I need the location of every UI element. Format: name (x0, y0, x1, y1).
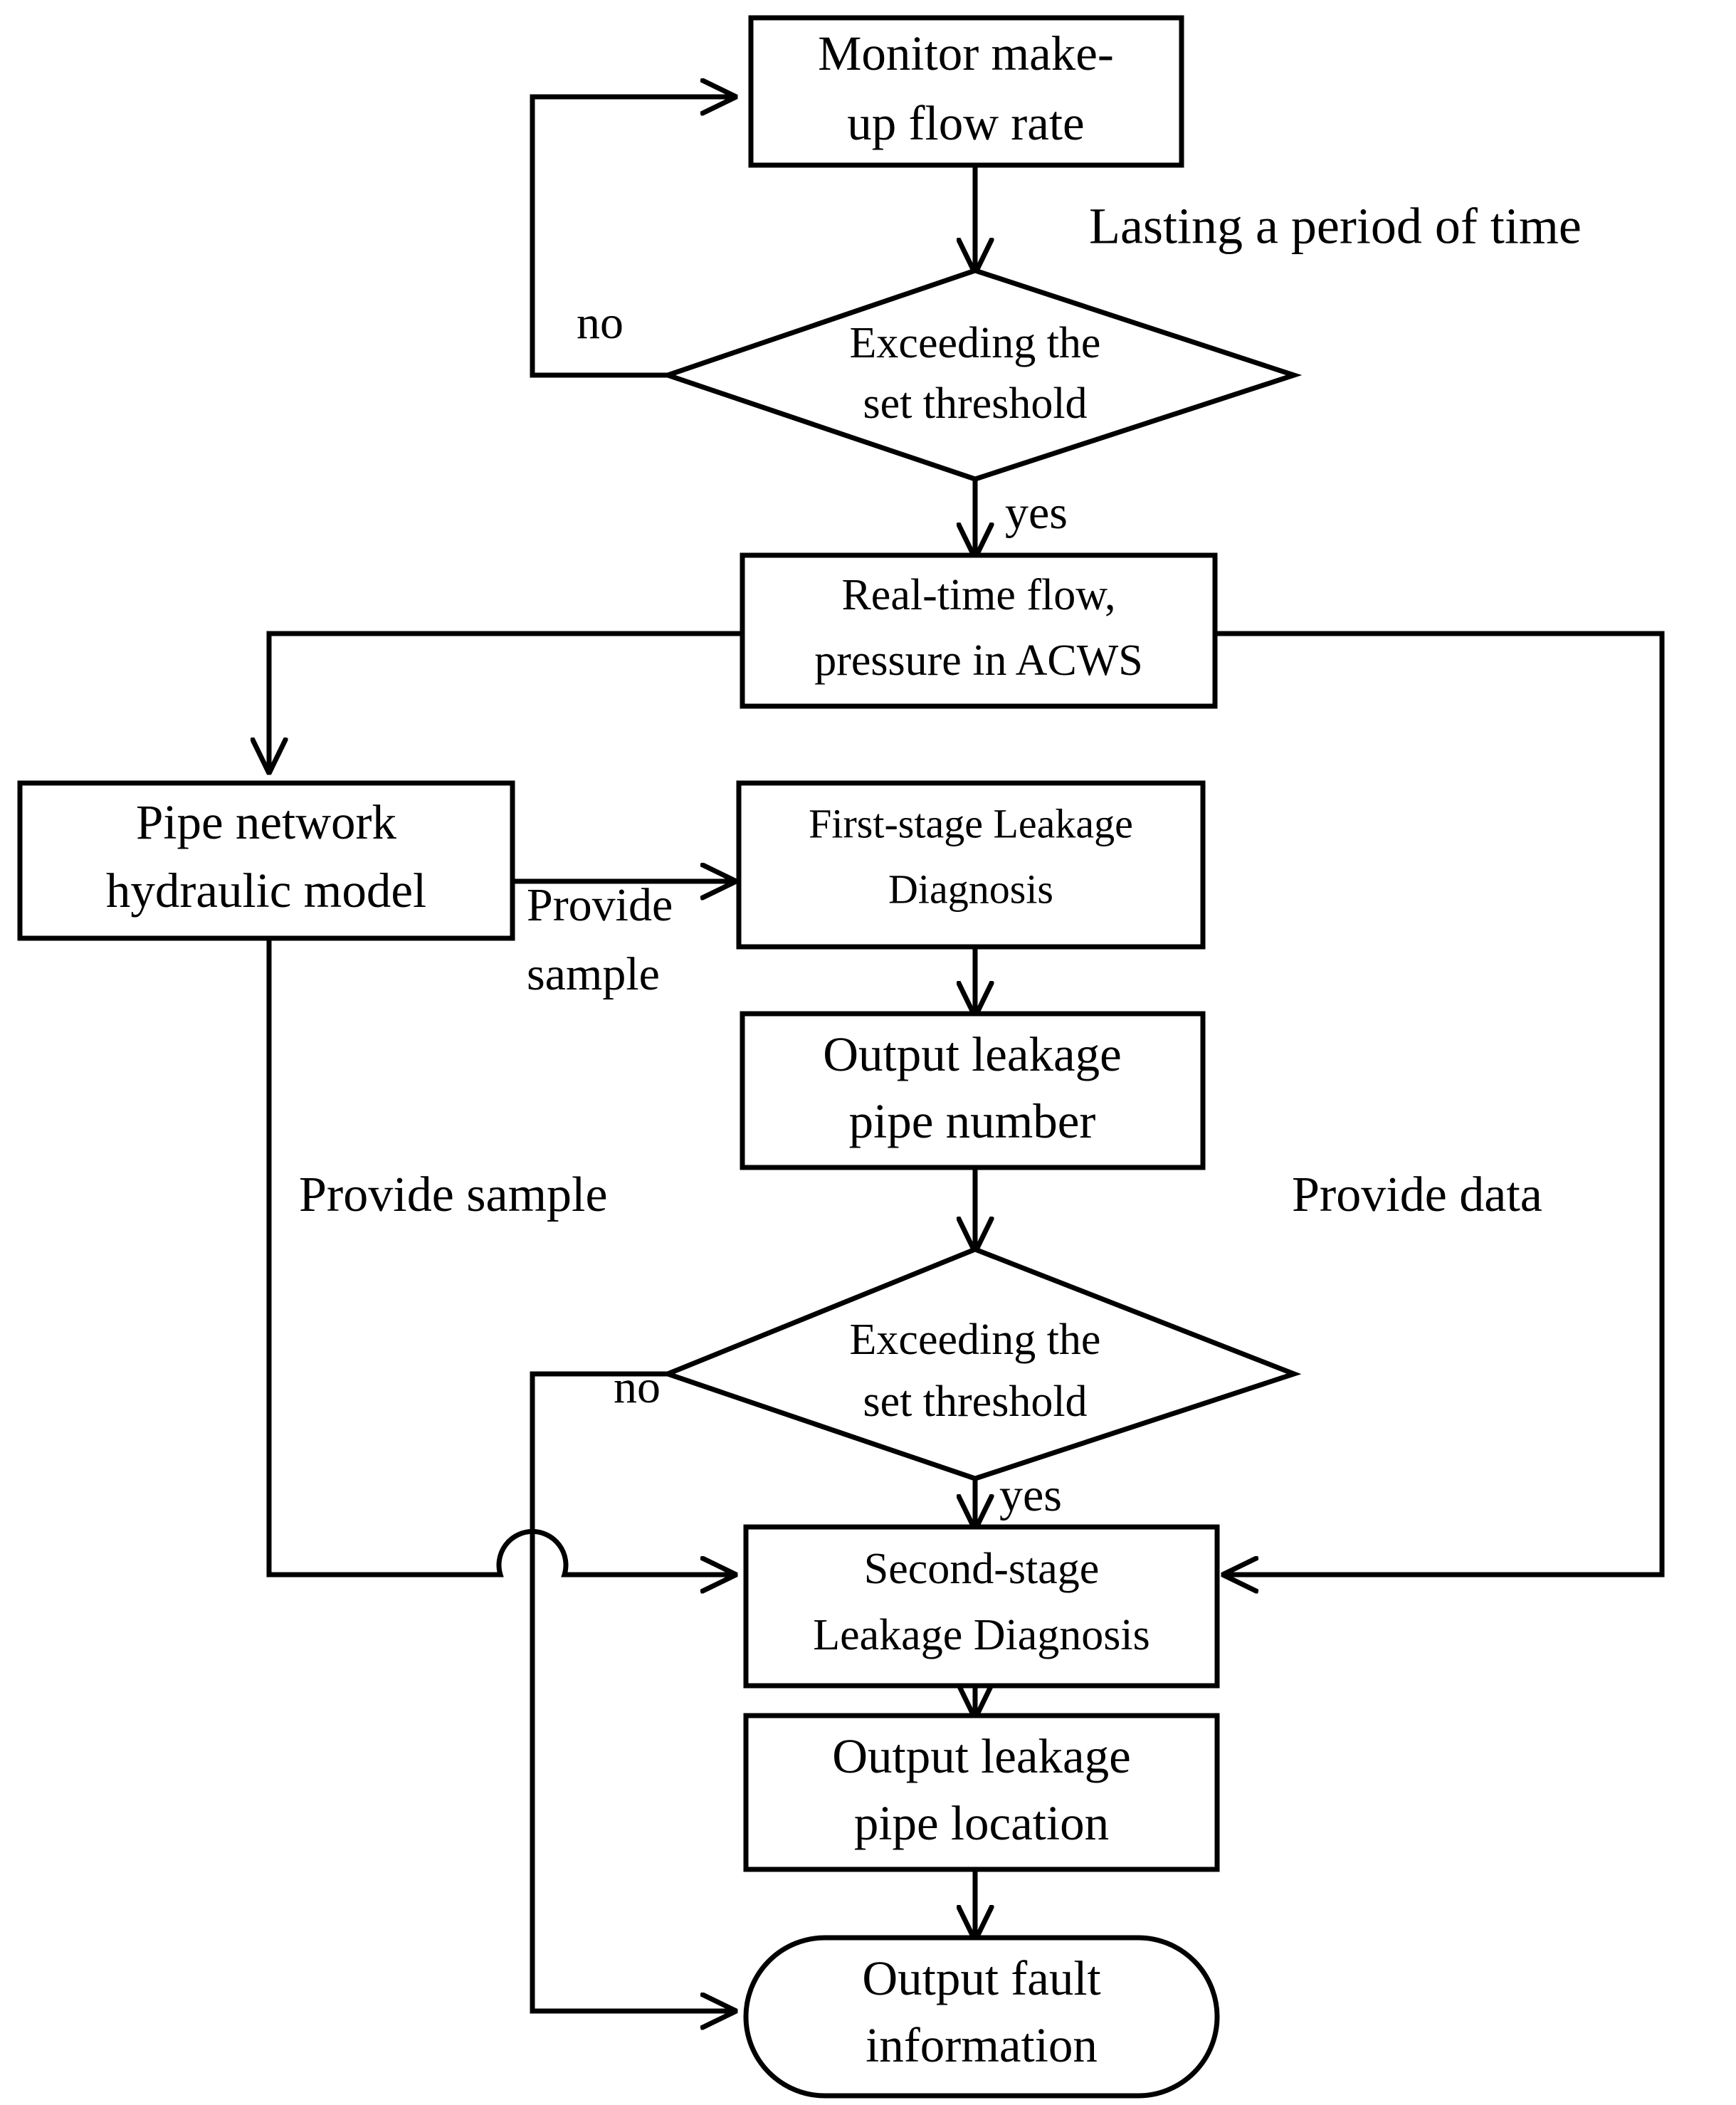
edge-decision1-no-loop (530, 97, 733, 378)
node-decision2-line1: Exceeding the (850, 1316, 1101, 1364)
node-output-leakage-pipe-number[interactable]: Output leakage pipe number (740, 1011, 1206, 1170)
node-decision2-diamond (660, 1246, 1302, 1481)
node-decision1-line2: set threshold (863, 379, 1087, 428)
node-outfault-line1: Output fault (862, 1951, 1100, 2005)
node-decision1-diamond (660, 268, 1303, 482)
edge-decision2-no-to-outfault (530, 1371, 733, 2011)
node-monitor-box (748, 15, 1184, 168)
edge-label-provide-data: Provide data (1292, 1167, 1542, 1222)
node-decision2-line2: set threshold (863, 1377, 1087, 1426)
node-first-stage-leakage-diagnosis[interactable]: First-stage Leakage Diagnosis (736, 780, 1206, 950)
edge-realtime-to-secondstage-data (1215, 631, 1665, 1575)
node-firststage-line1: First-stage Leakage (809, 800, 1133, 846)
node-decision-exceeding-threshold-2[interactable]: Exceeding the set threshold (660, 1246, 1302, 1481)
edge-label-lasting-a-period-of-time: Lasting a period of time (1089, 198, 1582, 255)
node-firststage-box (736, 780, 1206, 950)
node-outlocation-line2: pipe location (854, 1796, 1109, 1850)
node-outnumber-line2: pipe number (849, 1094, 1096, 1148)
node-monitor-line2: up flow rate (847, 96, 1084, 150)
node-decision-exceeding-threshold-1[interactable]: Exceeding the set threshold (660, 268, 1303, 482)
edge-label-provide-sample-right-line1: Provide (527, 879, 673, 931)
node-firststage-line2: Diagnosis (888, 866, 1053, 912)
node-outnumber-box (740, 1011, 1206, 1170)
edge-label-yes-top: yes (1005, 487, 1068, 539)
node-realtime-line2: pressure in ACWS (814, 636, 1143, 685)
node-secondstage-box (743, 1524, 1220, 1689)
edge-pipenet-to-secondstage-sample (266, 938, 733, 1575)
node-monitor-makeup-flow-rate[interactable]: Monitor make- up flow rate (748, 15, 1184, 168)
edge-label-no-top: no (577, 297, 624, 349)
node-realtime-flow-pressure-acws[interactable]: Real-time flow, pressure in ACWS (740, 552, 1218, 709)
node-outfault-shape (743, 1935, 1220, 2099)
node-outlocation-line1: Output leakage (832, 1729, 1131, 1783)
node-realtime-line1: Real-time flow, (841, 571, 1115, 619)
edge-realtime-to-pipenet (269, 631, 742, 770)
node-outnumber-line1: Output leakage (823, 1027, 1122, 1081)
node-outlocation-box (743, 1713, 1220, 1872)
node-second-stage-leakage-diagnosis[interactable]: Second-stage Leakage Diagnosis (743, 1524, 1220, 1689)
node-realtime-box (740, 552, 1218, 709)
edge-label-no-bottom: no (614, 1361, 661, 1413)
node-pipenet-box (17, 780, 515, 941)
node-secondstage-line1: Second-stage (864, 1545, 1100, 1593)
edge-label-yes-bottom: yes (999, 1469, 1062, 1521)
node-decision1-line1: Exceeding the (850, 319, 1101, 367)
edge-label-provide-sample-right-line2: sample (527, 948, 660, 1000)
node-outfault-line2: information (866, 2018, 1098, 2072)
node-output-leakage-pipe-location[interactable]: Output leakage pipe location (743, 1713, 1220, 1872)
edge-label-provide-sample-left: Provide sample (299, 1167, 608, 1222)
node-monitor-line1: Monitor make- (818, 26, 1114, 80)
node-pipenet-line1: Pipe network (136, 795, 397, 849)
node-secondstage-line2: Leakage Diagnosis (813, 1611, 1150, 1659)
node-output-fault-information[interactable]: Output fault information (743, 1935, 1220, 2099)
node-pipe-network-hydraulic-model[interactable]: Pipe network hydraulic model (17, 780, 515, 941)
node-pipenet-line2: hydraulic model (106, 863, 426, 918)
